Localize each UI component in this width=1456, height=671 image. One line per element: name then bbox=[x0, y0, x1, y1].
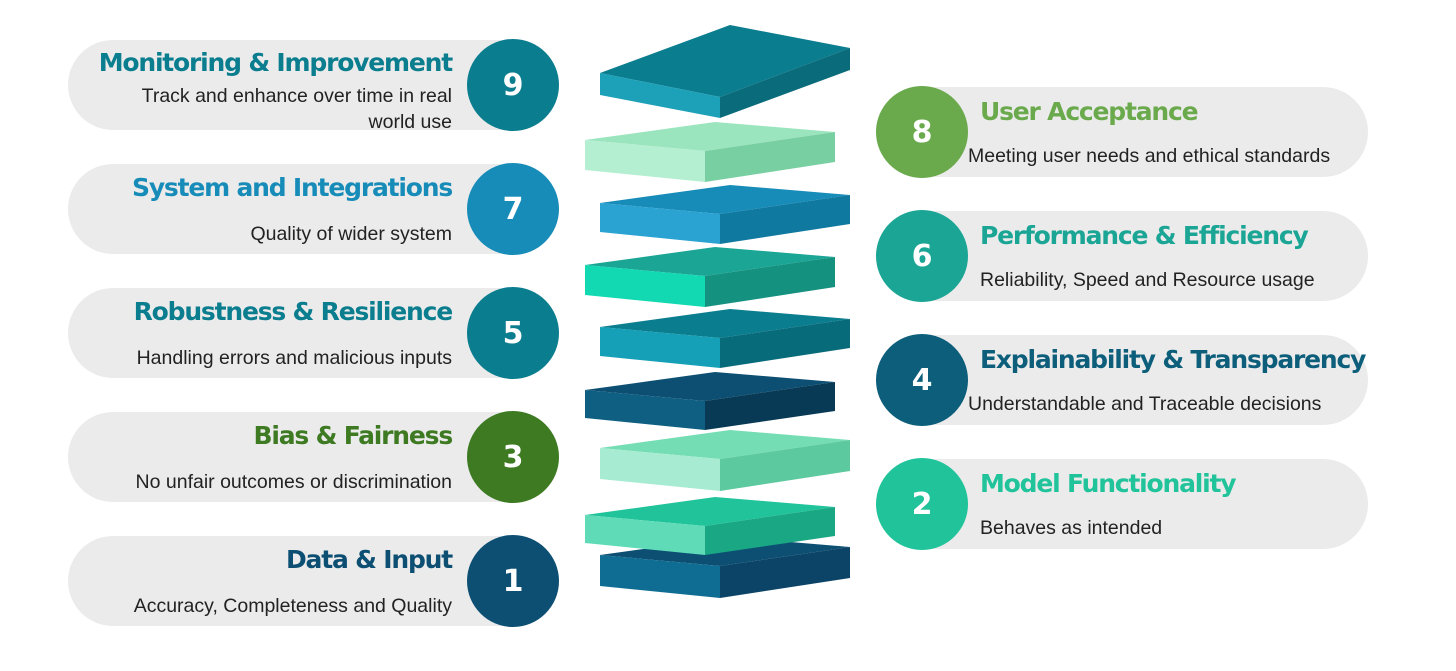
layer-2-title: Model Functionality bbox=[980, 469, 1237, 498]
layer-6-badge: 6 bbox=[876, 210, 968, 302]
slab-layer-7 bbox=[600, 185, 850, 244]
slab-layer-8 bbox=[585, 122, 835, 182]
layer-3-card: Bias & Fairness No unfair outcomes or di… bbox=[68, 411, 559, 503]
slab-layer-3 bbox=[600, 430, 850, 491]
slab-layer-2 bbox=[585, 497, 835, 555]
layer-5-badge: 5 bbox=[467, 287, 559, 379]
layer-6-card: 6 Performance & Efficiency Reliability, … bbox=[876, 210, 1368, 302]
layer-9-badge: 9 bbox=[467, 39, 559, 131]
layer-2-description: Behaves as intended bbox=[980, 517, 1163, 539]
layer-9-description: Track and enhance over time in real worl… bbox=[141, 85, 452, 133]
layer-6-description: Reliability, Speed and Resource usage bbox=[980, 269, 1315, 291]
slab-layer-4 bbox=[585, 372, 835, 430]
layer-5-card: Robustness & Resilience Handling errors … bbox=[68, 287, 559, 379]
layer-1-card: Data & Input Accuracy, Completeness and … bbox=[68, 535, 559, 627]
layer-2-badge: 2 bbox=[876, 458, 968, 550]
layer-9-card: Monitoring & Improvement Track and enhan… bbox=[68, 39, 559, 133]
slab-layer-6 bbox=[585, 247, 835, 307]
layer-8-card: 8 User Acceptance Meeting user needs and… bbox=[876, 86, 1368, 178]
layer-1-description: Accuracy, Completeness and Quality bbox=[133, 595, 452, 617]
slab-layer-5 bbox=[600, 309, 850, 368]
layer-1-badge: 1 bbox=[467, 535, 559, 627]
layer-6-title: Performance & Efficiency bbox=[980, 221, 1309, 250]
layer-7-title: System and Integrations bbox=[132, 173, 453, 202]
layer-7-badge: 7 bbox=[467, 163, 559, 255]
layer-7-card: System and Integrations Quality of wider… bbox=[68, 163, 559, 255]
layer-4-description: Understandable and Traceable decisions bbox=[968, 393, 1322, 415]
layer-7-description: Quality of wider system bbox=[250, 223, 452, 245]
slab-layer-9 bbox=[600, 25, 850, 118]
layer-5-description: Handling errors and malicious inputs bbox=[136, 347, 452, 369]
layer-3-description: No unfair outcomes or discrimination bbox=[135, 471, 452, 493]
layer-8-description: Meeting user needs and ethical standards bbox=[968, 145, 1331, 167]
layer-4-badge: 4 bbox=[876, 334, 968, 426]
layer-1-title: Data & Input bbox=[286, 545, 453, 574]
layer-3-title: Bias & Fairness bbox=[253, 421, 454, 450]
layer-4-title: Explainability & Transparency bbox=[980, 345, 1366, 374]
layer-8-badge: 8 bbox=[876, 86, 968, 178]
layer-2-card: 2 Model Functionality Behaves as intende… bbox=[876, 458, 1368, 550]
slab-stack bbox=[585, 25, 850, 598]
layer-5-title: Robustness & Resilience bbox=[133, 297, 454, 326]
layer-9-title: Monitoring & Improvement bbox=[98, 48, 454, 77]
layer-8-title: User Acceptance bbox=[980, 97, 1199, 126]
layer-3-badge: 3 bbox=[467, 411, 559, 503]
layer-4-card: 4 Explainability & Transparency Understa… bbox=[876, 334, 1368, 426]
